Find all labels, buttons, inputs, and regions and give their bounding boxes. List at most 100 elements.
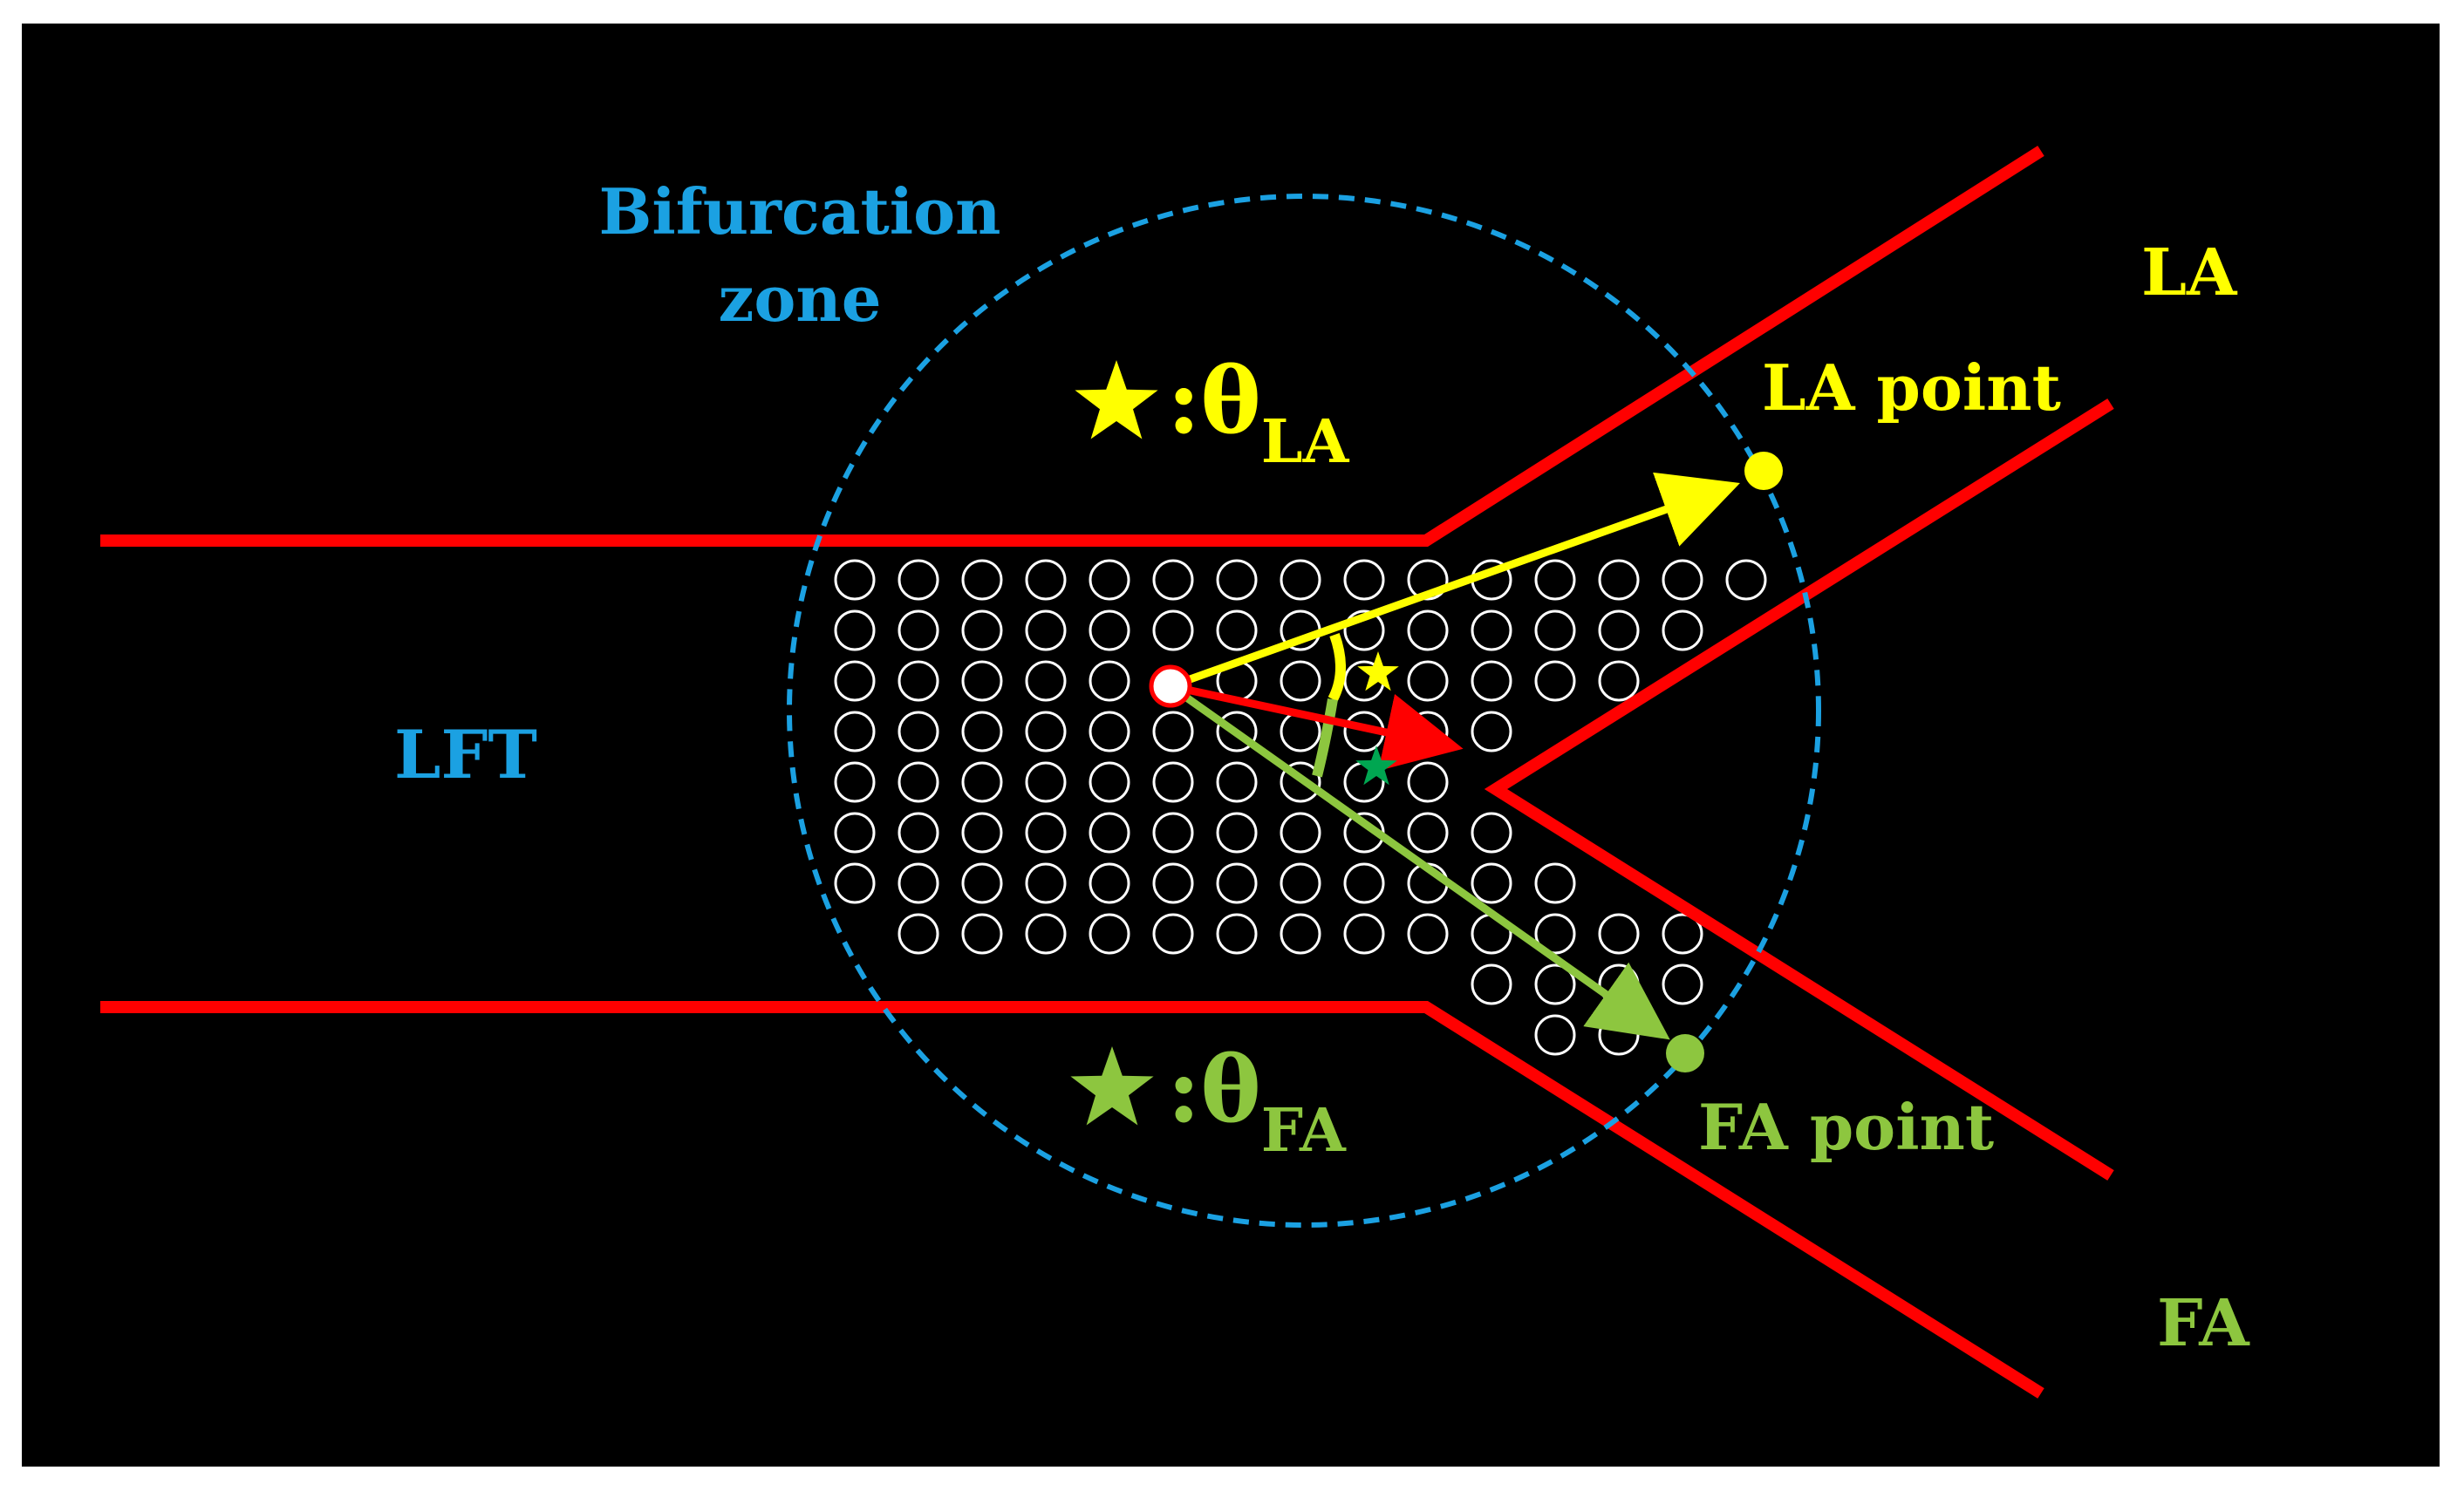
particle — [1216, 862, 1258, 904]
la-point-marker — [1744, 452, 1783, 490]
particle — [834, 559, 876, 601]
particle — [1471, 660, 1512, 702]
particle — [1534, 559, 1576, 601]
particle — [898, 609, 939, 651]
particle — [834, 609, 876, 651]
bifurcation-zone-label: zone — [718, 262, 881, 336]
particle — [1152, 913, 1194, 955]
particle — [1598, 913, 1640, 955]
particle — [1343, 609, 1385, 651]
particle — [1216, 761, 1258, 803]
particle — [1407, 559, 1449, 601]
particle — [1152, 761, 1194, 803]
particle — [834, 812, 876, 854]
particle — [898, 660, 939, 702]
particle — [898, 761, 939, 803]
particle — [1025, 609, 1067, 651]
particle — [1471, 609, 1512, 651]
particle — [1216, 609, 1258, 651]
particle — [1662, 559, 1703, 601]
theta-la-arc — [1328, 632, 1347, 702]
particle — [1280, 660, 1321, 702]
particle — [1471, 862, 1512, 904]
particle — [1407, 913, 1449, 955]
bifurcation-zone-label: Bifurcation — [599, 174, 1001, 248]
particle — [961, 559, 1003, 601]
particle — [1216, 711, 1258, 752]
particle — [961, 862, 1003, 904]
particle — [1089, 761, 1130, 803]
diagram-background — [22, 24, 2440, 1467]
theta-la-legend: :θLA — [1167, 347, 1350, 477]
particle — [1152, 559, 1194, 601]
particle — [1089, 711, 1130, 752]
star-icon — [1357, 651, 1399, 691]
particle — [834, 660, 876, 702]
inner-bifurcation-wall — [1484, 398, 2114, 1181]
particle — [1152, 862, 1194, 904]
particle — [1216, 913, 1258, 955]
particle — [1280, 913, 1321, 955]
la-point-label: LA point — [1762, 351, 2061, 425]
particle — [1089, 913, 1130, 955]
particle — [1407, 609, 1449, 651]
particle — [1089, 609, 1130, 651]
particle — [1407, 812, 1449, 854]
particle — [961, 812, 1003, 854]
particle — [1089, 812, 1130, 854]
particle — [898, 711, 939, 752]
particle — [898, 913, 939, 955]
particle — [1534, 1014, 1576, 1056]
origin-particle — [1149, 664, 1192, 708]
la-label: LA — [2141, 235, 2238, 310]
particle — [1534, 609, 1576, 651]
particle — [1280, 862, 1321, 904]
particle — [1216, 559, 1258, 601]
la-direction-arrow — [1169, 472, 1740, 691]
lft-upper-wall — [100, 146, 2044, 547]
lft-label: LFT — [394, 716, 537, 793]
theta-fa-symbol: :θ — [1167, 1036, 1261, 1143]
particle — [961, 761, 1003, 803]
particle — [1280, 761, 1321, 803]
star-icon — [1075, 360, 1158, 439]
theta-fa-arc — [1312, 698, 1338, 778]
particle — [1025, 559, 1067, 601]
fa-direction-arrow — [1168, 683, 1670, 1040]
particle — [1343, 559, 1385, 601]
particle — [1534, 913, 1576, 955]
particle — [961, 913, 1003, 955]
particle — [961, 660, 1003, 702]
particle — [1025, 862, 1067, 904]
particle — [1662, 913, 1703, 955]
theta-la-subscript: LA — [1261, 407, 1350, 477]
fa-point-label: FA point — [1698, 1090, 1994, 1164]
particle — [834, 761, 876, 803]
theta-fa-subscript: FA — [1261, 1096, 1347, 1166]
particle — [1534, 963, 1576, 1005]
particle — [1534, 660, 1576, 702]
particle — [1598, 660, 1640, 702]
particle — [1534, 862, 1576, 904]
particle — [1089, 559, 1130, 601]
particle — [1025, 761, 1067, 803]
bifurcation-zone-boundary — [787, 194, 1821, 1228]
theta-la-symbol: :θ — [1167, 347, 1261, 454]
particle — [1343, 913, 1385, 955]
particle — [898, 812, 939, 854]
particle — [1025, 660, 1067, 702]
particle — [961, 711, 1003, 752]
particle — [1280, 812, 1321, 854]
particle — [1089, 660, 1130, 702]
particle — [1152, 711, 1194, 752]
particle — [1216, 812, 1258, 854]
fa-point-marker — [1666, 1034, 1704, 1072]
particle — [961, 609, 1003, 651]
particle — [1598, 559, 1640, 601]
particle — [1598, 609, 1640, 651]
particle — [1025, 812, 1067, 854]
particle — [1152, 812, 1194, 854]
particle — [1343, 862, 1385, 904]
mean-flow-arrow — [1170, 682, 1464, 771]
